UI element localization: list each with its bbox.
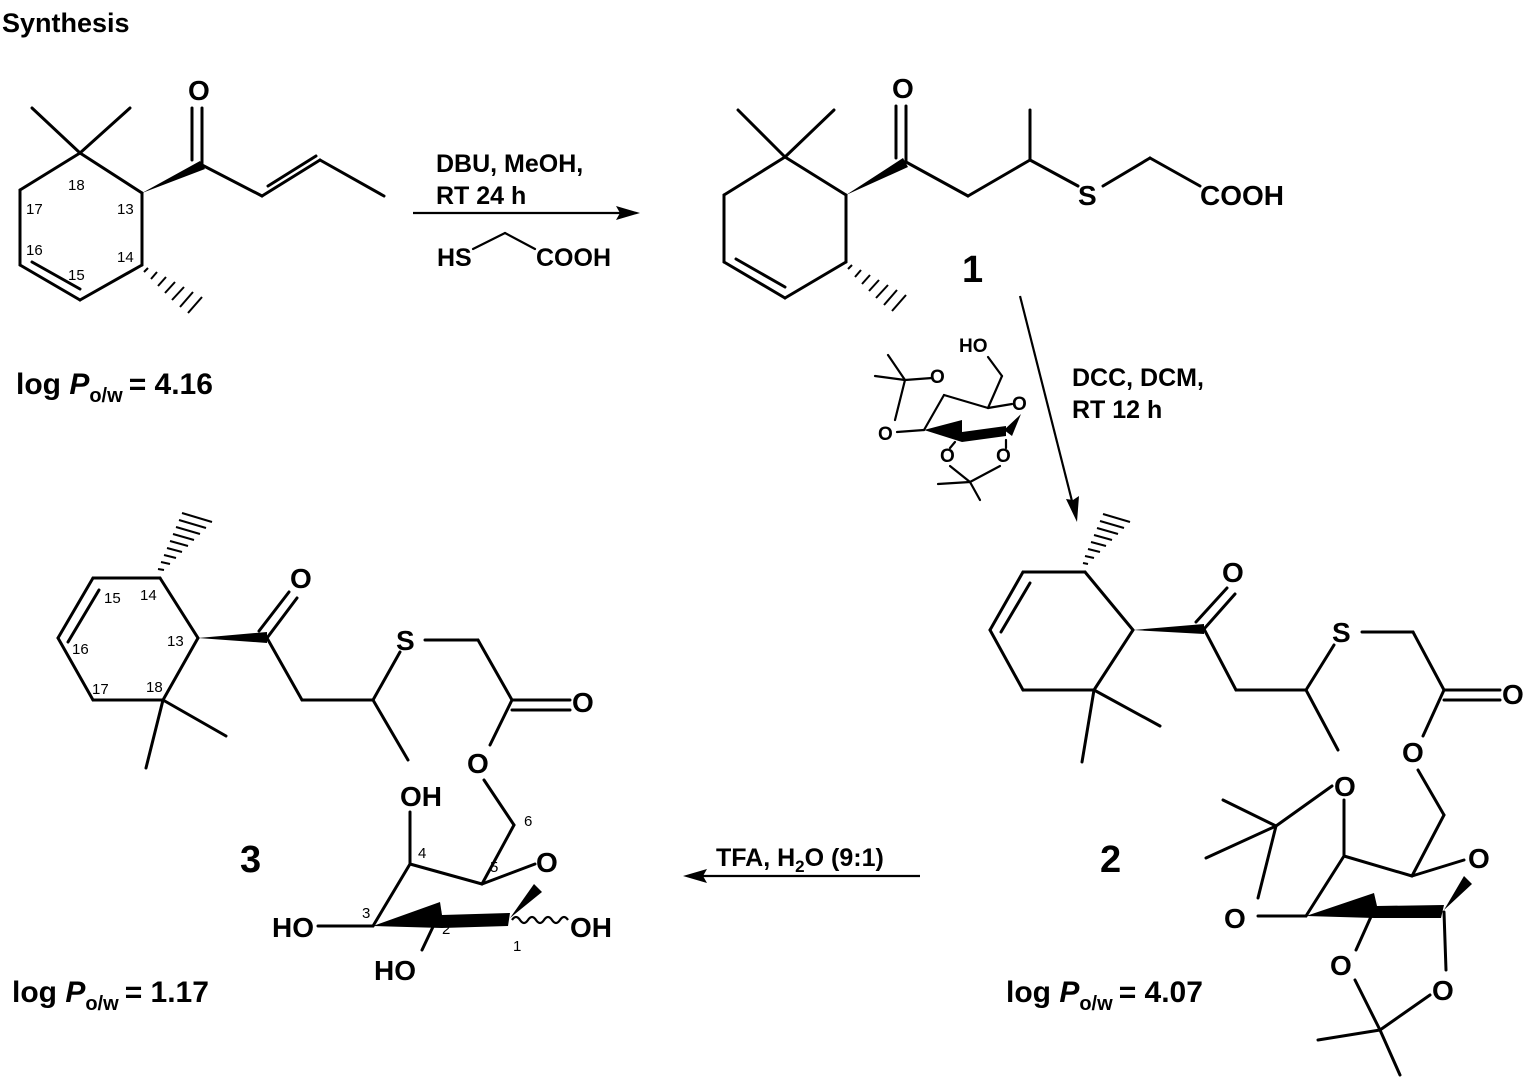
locant-13: 13 (167, 633, 184, 650)
atom-O: O (1432, 975, 1454, 1006)
atom-O: O (1402, 737, 1424, 768)
atom-HO-2: HO (374, 955, 416, 986)
atom-S: S (1332, 617, 1351, 648)
locant-1: 1 (513, 938, 521, 955)
starting-material-structure: O 18 17 16 15 14 13 (18, 75, 386, 314)
reaction-step-1: DBU, MeOH, RT 24 h HS COOH (413, 150, 640, 272)
reaction-step-2: DCC, DCM, RT 12 h HO O O O O O (873, 295, 1204, 522)
atom-O: O (892, 73, 914, 104)
locant-14: 14 (140, 587, 157, 604)
locant-14: 14 (117, 249, 134, 266)
reagent-HS: HS (437, 244, 472, 272)
locant-15: 15 (104, 590, 121, 607)
reagent-HO: HO (959, 336, 988, 357)
atom-O: O (572, 687, 594, 718)
atom-O: O (1468, 843, 1490, 874)
compound-1-label: 1 (962, 249, 983, 291)
scheme-title: Synthesis (2, 8, 130, 38)
compound-3-label: 3 (240, 839, 261, 881)
logp-compound-3: log Po/w= 1.17 (12, 976, 209, 1015)
locant-18: 18 (68, 177, 85, 194)
step1-conditions-line2: RT 24 h (436, 182, 526, 210)
atom-S: S (1078, 180, 1097, 211)
step2-conditions-line2: RT 12 h (1072, 396, 1162, 424)
atom-O: O (536, 847, 558, 878)
atom-S: S (396, 625, 415, 656)
step2-conditions-line1: DCC, DCM, (1072, 364, 1204, 392)
locant-5: 5 (490, 859, 498, 876)
locant-6: 6 (524, 813, 532, 830)
step3-conditions: TFA, H2O (9:1) (716, 844, 884, 876)
reagent-ring-O: O (1012, 394, 1027, 415)
compound-3-structure: O S O O O OH HO HO OH 15 14 13 16 17 (56, 512, 612, 986)
atom-OH-1: OH (570, 912, 612, 943)
reaction-step-3: TFA, H2O (9:1) (683, 844, 920, 883)
reagent-O-b: O (878, 424, 893, 445)
atom-O: O (1222, 557, 1244, 588)
reagent-O-c: O (940, 446, 955, 467)
locant-3: 3 (362, 905, 370, 922)
atom-HO-3: HO (272, 912, 314, 943)
locant-17: 17 (26, 201, 43, 218)
locant-13: 13 (117, 201, 134, 218)
atom-O: O (1330, 950, 1352, 981)
locant-17: 17 (92, 681, 109, 698)
locant-4: 4 (418, 845, 426, 862)
atom-O: O (1502, 679, 1524, 710)
locant-2: 2 (442, 921, 450, 938)
compound-1-structure: O S COOH (722, 73, 1284, 312)
locant-16: 16 (26, 242, 43, 259)
locant-16: 16 (72, 641, 89, 658)
logp-compound-2: log Po/w= 4.07 (1006, 976, 1203, 1015)
atom-COOH: COOH (1200, 180, 1284, 211)
reagent-O-a: O (930, 367, 945, 388)
logp-start: log Po/w= 4.16 (16, 368, 213, 407)
atom-O: O (290, 563, 312, 594)
reagent-COOH: COOH (536, 244, 611, 272)
locant-18: 18 (146, 679, 163, 696)
diacetone-galactose-reagent: HO O O O O O (873, 336, 1027, 502)
atom-O: O (1334, 771, 1356, 802)
step1-conditions-line1: DBU, MeOH, (436, 150, 583, 178)
atom-O: O (188, 75, 210, 106)
reagent-O-d: O (996, 446, 1011, 467)
compound-2-structure: O S O O O O O O O (988, 513, 1524, 1077)
compound-2-label: 2 (1100, 839, 1121, 881)
atom-OH-4: OH (400, 781, 442, 812)
locant-15: 15 (68, 267, 85, 284)
atom-O: O (1224, 903, 1246, 934)
atom-O: O (467, 748, 489, 779)
